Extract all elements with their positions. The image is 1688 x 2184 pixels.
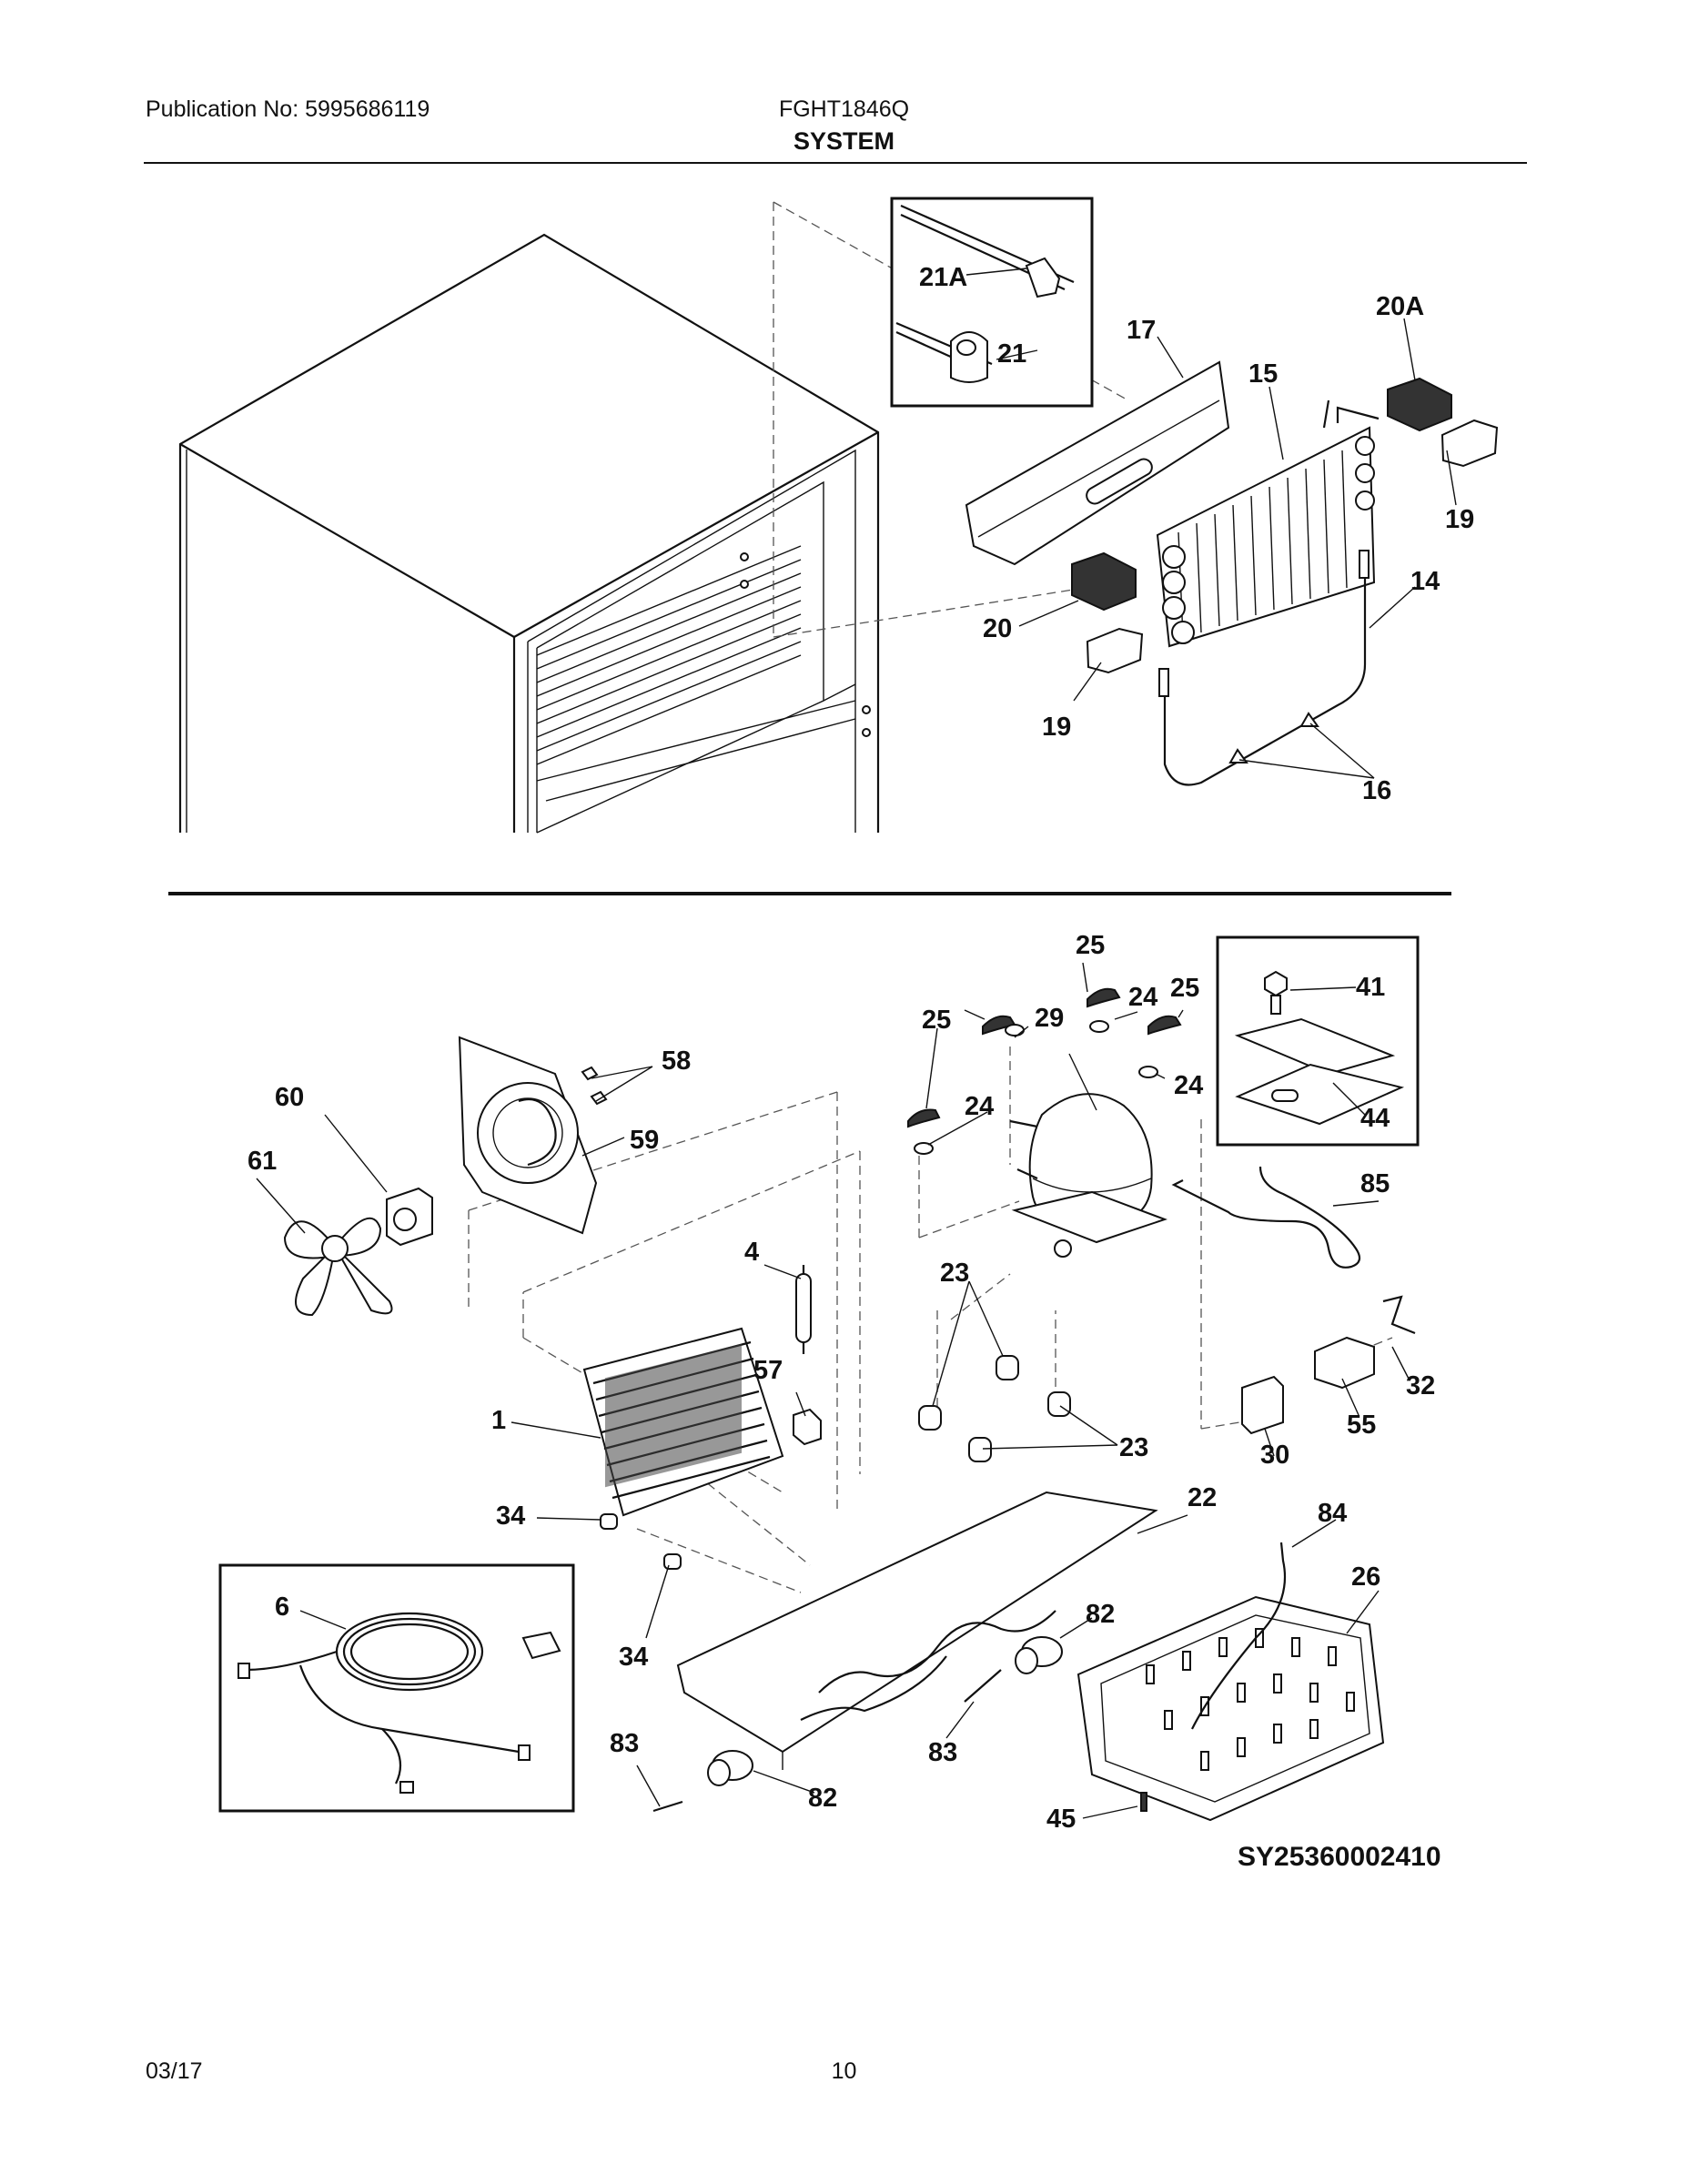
callout-83-left: 83 [610, 1729, 639, 1758]
lower-bracket [1086, 627, 1144, 674]
callout-26: 26 [1351, 1562, 1380, 1592]
diagram-code: SY25360002410 [1238, 1842, 1441, 1872]
section-divider [168, 892, 1451, 895]
retainer-clip [1382, 1295, 1416, 1335]
callout-61: 61 [248, 1147, 277, 1176]
inset-clip-detail [890, 197, 1094, 408]
overload-protector [1241, 1375, 1284, 1435]
publication-number: Publication No: 5995686119 [146, 96, 430, 122]
callout-17: 17 [1127, 316, 1156, 345]
callout-60: 60 [275, 1083, 304, 1112]
condenser-fan-blade [283, 1217, 393, 1317]
page-number: 10 [831, 2058, 857, 2084]
washer-24-b [1089, 1020, 1109, 1033]
callout-25-left: 25 [922, 1006, 951, 1035]
callout-83-right: 83 [928, 1738, 957, 1767]
callout-30: 30 [1260, 1441, 1289, 1470]
callout-57: 57 [753, 1356, 783, 1385]
callout-24-right: 24 [1174, 1071, 1203, 1100]
drain-tube [1191, 1542, 1287, 1730]
evaporator-coil [1156, 399, 1380, 648]
callout-20: 20 [983, 614, 1012, 643]
defrost-heater [1158, 550, 1370, 786]
callout-85: 85 [1360, 1169, 1390, 1198]
discharge-tube [1171, 1166, 1361, 1269]
callout-44: 44 [1360, 1104, 1390, 1133]
callout-59: 59 [630, 1126, 659, 1155]
section-title: SYSTEM [793, 127, 895, 155]
callout-16: 16 [1362, 776, 1391, 805]
callout-14: 14 [1410, 567, 1440, 596]
model-number: FGHT1846Q [778, 96, 910, 122]
callout-21: 21 [997, 339, 1026, 369]
upper-shield-clip [1387, 377, 1452, 432]
bottom-leader-lines [256, 962, 1410, 1819]
callout-21a: 21A [919, 263, 967, 292]
filter-drier [795, 1265, 812, 1354]
callout-45: 45 [1046, 1805, 1076, 1834]
callout-23-upper: 23 [940, 1259, 969, 1288]
callout-15: 15 [1248, 359, 1278, 389]
callout-34-left: 34 [496, 1502, 525, 1531]
spacer-34-b [663, 1553, 682, 1570]
condenser-fan-motor [386, 1187, 433, 1247]
washer-24-c [1138, 1066, 1158, 1078]
drain-pan [1076, 1595, 1385, 1822]
callout-1: 1 [491, 1406, 506, 1435]
screw-83-right [964, 1669, 1002, 1703]
upper-bracket [1440, 419, 1499, 468]
compressor-base-plate [676, 1491, 1158, 1770]
mount-82-right [1015, 1636, 1063, 1674]
washer-24-a [1005, 1024, 1025, 1036]
relay-start [1314, 1336, 1375, 1390]
callout-19-upper: 19 [1445, 505, 1474, 534]
inset-bracket-detail [1216, 935, 1420, 1147]
top-leader-lines [965, 268, 1457, 779]
drain-pan-screw [1140, 1792, 1147, 1812]
callout-19-lower: 19 [1042, 713, 1071, 742]
washer-24-d [914, 1142, 934, 1155]
clip-25-upper-right [1147, 1015, 1182, 1036]
condenser-clamp [793, 1408, 822, 1446]
callout-6: 6 [275, 1592, 289, 1622]
callout-84: 84 [1318, 1499, 1347, 1528]
callout-23-lower: 23 [1119, 1433, 1148, 1462]
callout-24-left: 24 [965, 1092, 994, 1121]
drain-trough [965, 360, 1230, 566]
header-rule [144, 162, 1527, 164]
cabinet-shelf-slats [536, 545, 802, 765]
callout-41: 41 [1356, 973, 1385, 1002]
lower-shield-clip [1071, 551, 1137, 612]
revision-date: 03/17 [146, 2058, 203, 2084]
clip-25-upper-center [1087, 987, 1121, 1008]
mount-82-left [707, 1750, 753, 1786]
refrigerator-cabinet [178, 233, 880, 834]
spacer-34-a [600, 1513, 618, 1530]
fan-shroud [458, 1036, 598, 1235]
fan-screw-b [590, 1090, 608, 1106]
inset-wiring-harness [218, 1563, 575, 1813]
clip-25-left [907, 1108, 941, 1128]
callout-22: 22 [1188, 1483, 1217, 1512]
callout-4: 4 [744, 1238, 759, 1267]
callout-25-right: 25 [1170, 974, 1199, 1003]
callout-29: 29 [1035, 1004, 1064, 1033]
callout-25-top: 25 [1076, 931, 1105, 960]
callout-24-top: 24 [1128, 983, 1157, 1012]
fan-screw-a [581, 1066, 599, 1081]
compressor [1009, 1093, 1167, 1258]
callout-82-left: 82 [808, 1784, 837, 1813]
compressor-grommets [918, 1355, 1071, 1462]
callout-32: 32 [1406, 1371, 1435, 1400]
callout-82-right: 82 [1086, 1600, 1115, 1629]
callout-20a: 20A [1376, 292, 1424, 321]
callout-55: 55 [1347, 1410, 1376, 1440]
screw-83-left [652, 1800, 683, 1813]
callout-58: 58 [662, 1046, 691, 1076]
callout-34-lower: 34 [619, 1643, 648, 1672]
condenser-coil [582, 1327, 784, 1517]
